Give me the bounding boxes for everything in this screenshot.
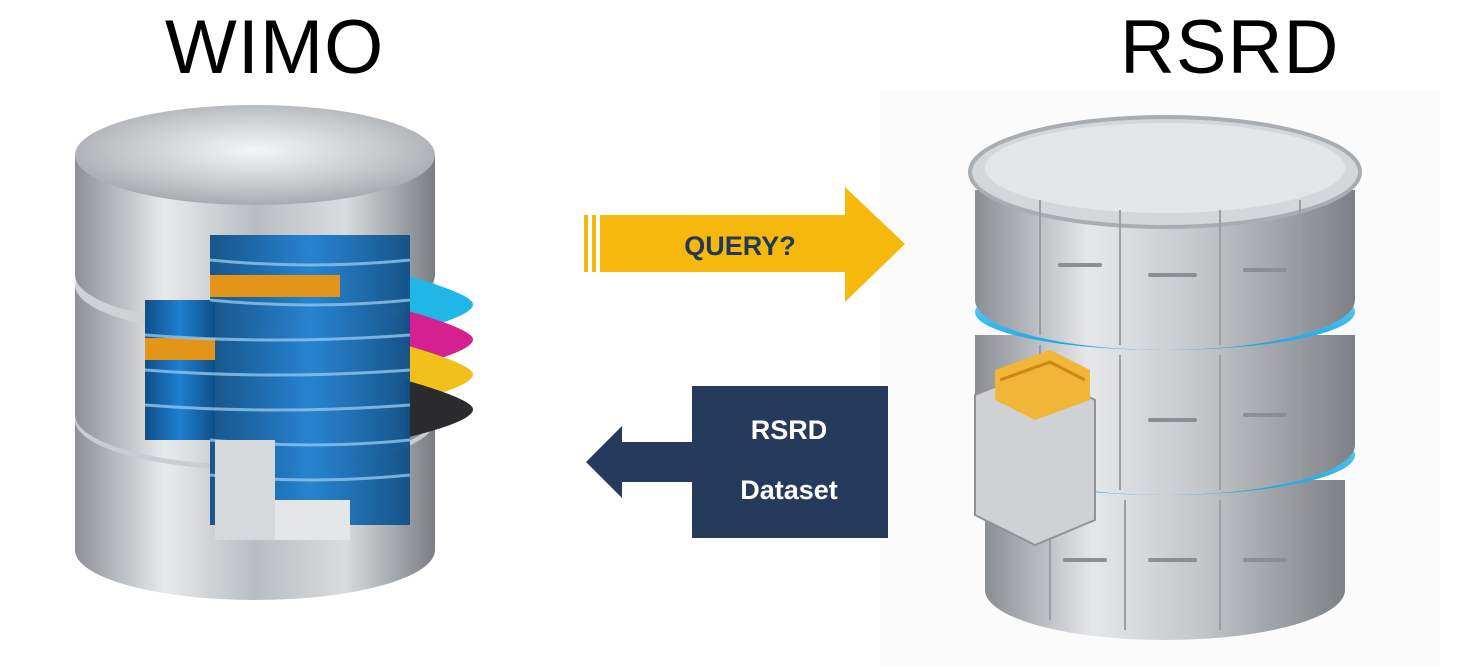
query-arrow-body (600, 187, 905, 302)
wimo-title: WIMO (165, 5, 385, 90)
dataset-label-line1: RSRD (750, 415, 828, 445)
dataset-arrow (586, 386, 888, 538)
database-icon (75, 105, 474, 600)
dataset-label: RSRD Dataset (692, 400, 886, 520)
query-arrow-tail-stripe (584, 215, 588, 272)
query-arrow-tail-stripe (592, 215, 596, 272)
dataset-label-line2: Dataset (740, 475, 838, 505)
dataset-arrow-body (586, 386, 888, 538)
rsrd-title: RSRD (1120, 5, 1340, 90)
query-arrow (584, 187, 905, 302)
query-label: QUERY? (684, 231, 796, 261)
file-cabinet-database-icon (880, 90, 1440, 665)
